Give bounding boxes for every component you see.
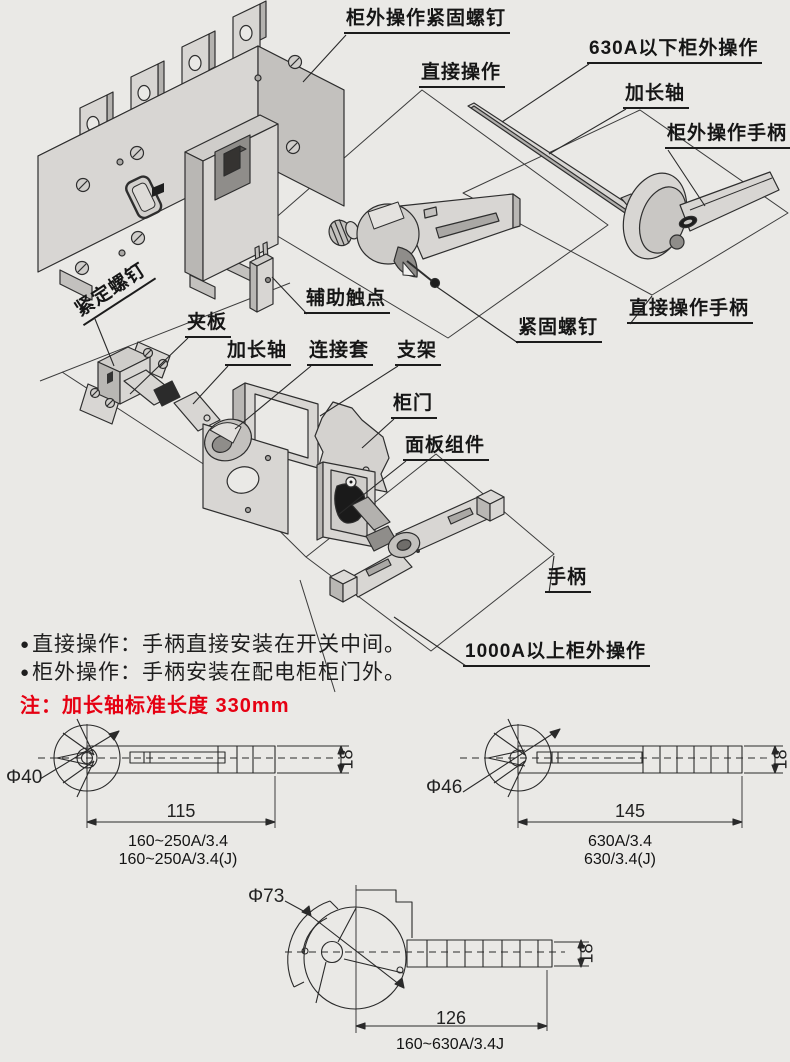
- red-note: 注：加长轴标准长度 330mm: [20, 695, 290, 717]
- callout-cabinet-fastening-screw: 柜外操作紧固螺钉: [344, 8, 511, 34]
- drawing-phi73: [284, 885, 589, 1033]
- length-dim-115: 115: [166, 801, 196, 821]
- callout-below-630a: 630A以下柜外操作: [587, 38, 763, 64]
- callout-external-operation-handle: 柜外操作手柄: [665, 123, 790, 149]
- callout-above-1000a: 1000A以上柜外操作: [463, 641, 650, 667]
- bullet-icon: ●: [20, 664, 31, 681]
- width-dim-18-left: 18: [336, 749, 357, 770]
- callout-direct-operation-handle: 直接操作手柄: [627, 298, 754, 324]
- note-line: ●柜外操作：手柄安装在配电柜柜门外。: [20, 661, 407, 684]
- length-dim-126: 126: [435, 1008, 467, 1028]
- length-dim-145: 145: [614, 801, 646, 821]
- model-labels-center: 160~630A/3.4J: [395, 1036, 505, 1053]
- model-labels-right: 630A/3.4 630/3.4(J): [583, 833, 657, 868]
- cabinet-mount-group: [202, 382, 391, 548]
- callout-handle: 手柄: [545, 567, 592, 593]
- leader-lines: [94, 34, 706, 667]
- body-screws: [74, 54, 303, 276]
- callout-coupling-sleeve: 连接套: [307, 340, 374, 366]
- callout-extension-shaft-top: 加长轴: [623, 83, 690, 109]
- callout-clamp-plate: 夹板: [185, 312, 232, 338]
- diameter-label-phi40: Φ40: [6, 767, 43, 788]
- callout-panel-assembly: 面板组件: [403, 435, 490, 461]
- drawing-phi40: [38, 718, 349, 828]
- callout-auxiliary-contact: 辅助触点: [304, 288, 391, 314]
- width-dim-18-center: 18: [576, 943, 597, 964]
- bullet-icon: ●: [20, 636, 31, 653]
- operation-notes: ●直接操作：手柄直接安装在开关中间。 ●柜外操作：手柄安装在配电柜柜门外。: [20, 631, 406, 687]
- direct-operation-handle-part: [328, 193, 521, 289]
- callout-bracket: 支架: [395, 340, 442, 366]
- width-dim-18-right: 18: [770, 749, 790, 770]
- drawing-phi46: [460, 718, 783, 828]
- note-line: ●直接操作：手柄直接安装在开关中间。: [20, 633, 407, 656]
- external-operation-handle-part: [622, 171, 780, 260]
- callout-fastening-screw: 紧固螺钉: [516, 317, 603, 343]
- diameter-label-phi46: Φ46: [426, 777, 463, 798]
- callout-extension-shaft-left: 加长轴: [225, 340, 292, 366]
- diameter-label-phi73: Φ73: [248, 886, 285, 907]
- switch-body: [37, 0, 345, 301]
- callout-direct-operation: 直接操作: [419, 62, 506, 88]
- auxiliary-contact-part: [249, 241, 274, 313]
- model-labels-left: 160~250A/3.4 160~250A/3.4(J): [118, 833, 238, 868]
- big-handle-part: [329, 489, 505, 603]
- callout-cabinet-door: 柜门: [391, 393, 438, 419]
- clamp-and-shaft-group: [79, 341, 221, 432]
